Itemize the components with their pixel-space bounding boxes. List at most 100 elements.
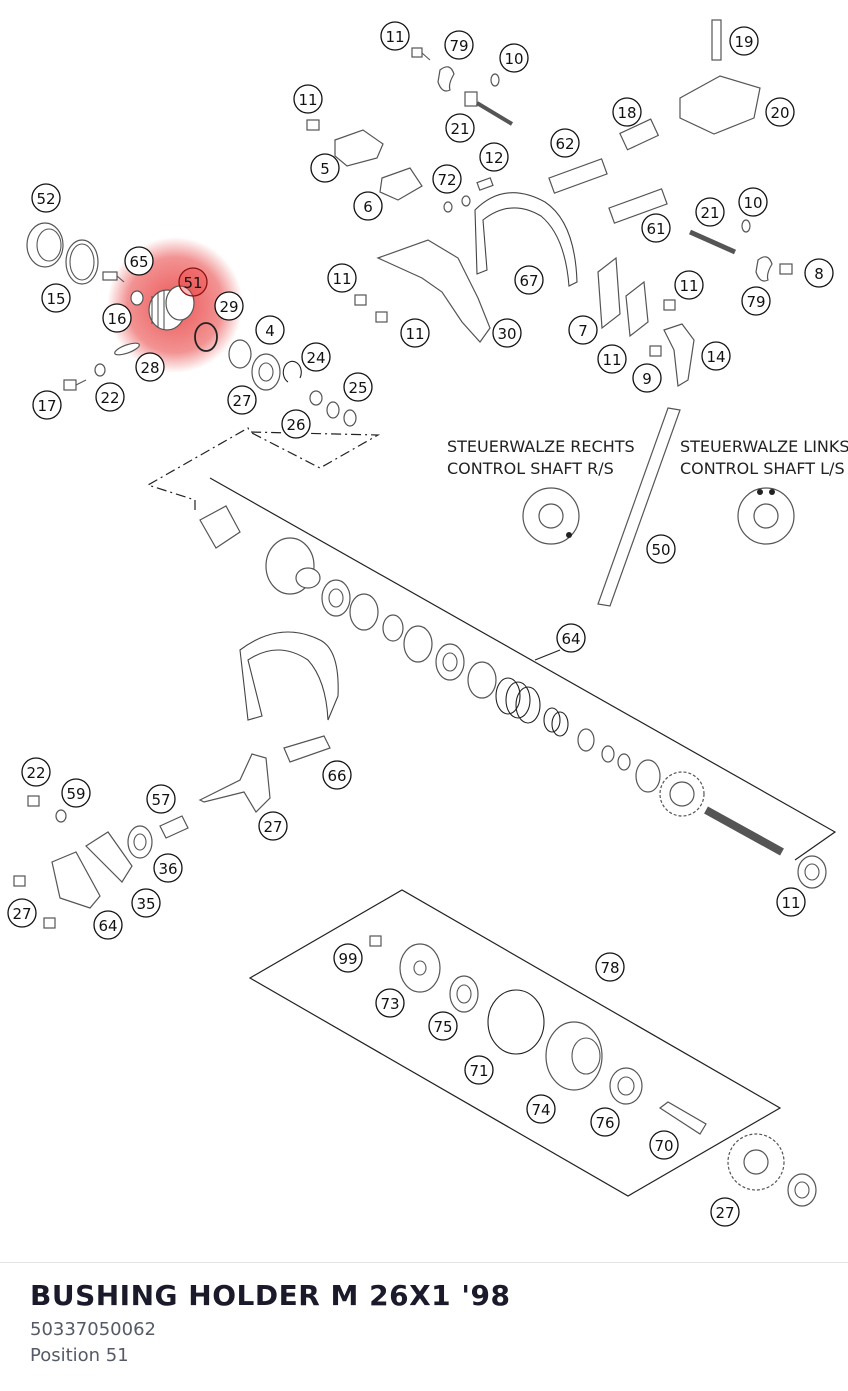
part-74-bearing[interactable] [609,1067,643,1105]
part-17-bolt[interactable] [63,379,87,391]
callout-6[interactable]: 6 [353,191,383,221]
part-6-gasket[interactable] [379,167,423,201]
part-20-shift-shaft-holder[interactable] [679,75,761,135]
callout-24[interactable]: 24 [301,342,331,372]
part-25-washer-a[interactable] [326,401,340,419]
callout-27[interactable]: 27 [227,385,257,415]
part-ring-b[interactable] [601,745,615,763]
callout-10[interactable]: 10 [499,43,529,73]
part-11-bolt-top[interactable] [411,47,431,61]
part-62-shift-drum[interactable] [548,158,608,194]
callout-27[interactable]: 27 [258,811,288,841]
part-8-gasket[interactable] [597,256,621,330]
callout-26[interactable]: 26 [281,409,311,439]
part-24-circlip[interactable] [282,360,302,383]
part-washer-d[interactable] [467,661,497,699]
callout-19[interactable]: 19 [729,26,759,56]
callout-50[interactable]: 50 [646,534,676,564]
part-kickstart-ratchet[interactable] [199,505,241,549]
part-kick-guide[interactable] [239,631,339,721]
callout-11[interactable]: 11 [327,263,357,293]
callout-76[interactable]: 76 [590,1107,620,1137]
part-10-o-ring-right[interactable] [741,219,751,233]
part-27-bearing-upper[interactable] [251,353,281,391]
part-27-bearing-left[interactable] [127,825,153,859]
part-65-screw[interactable] [102,271,125,283]
callout-11[interactable]: 11 [776,887,806,917]
part-shaft-flange[interactable] [265,537,321,595]
part-67-guide-plate[interactable] [474,192,578,287]
callout-52[interactable]: 52 [31,183,61,213]
part-kickstart-gear[interactable] [659,771,705,817]
part-22-washer-left[interactable] [55,809,67,823]
part-59-bolt[interactable] [159,815,189,839]
callout-4[interactable]: 4 [255,315,285,345]
part-11-bolt-30a[interactable] [354,294,367,306]
part-61-shift-drum[interactable] [608,188,668,224]
part-72-washer-b[interactable] [461,195,471,207]
callout-11[interactable]: 11 [400,318,430,348]
part-66-lever[interactable] [198,753,271,813]
part-79-spring-top[interactable] [437,66,455,92]
part-76-shaft[interactable] [658,1101,707,1135]
callout-21[interactable]: 21 [695,197,725,227]
part-9-shift-lever[interactable] [663,323,695,387]
part-needle-bearing-b[interactable] [435,643,465,681]
callout-25[interactable]: 25 [343,372,373,402]
callout-51[interactable]: 51 [178,267,208,297]
callout-70[interactable]: 70 [649,1130,679,1160]
callout-27[interactable]: 27 [7,898,37,928]
callout-64[interactable]: 64 [93,910,123,940]
callout-11[interactable]: 11 [380,21,410,51]
callout-11[interactable]: 11 [293,84,323,114]
part-73-bearing[interactable] [449,975,479,1013]
part-26-washer[interactable] [309,390,323,406]
callout-11[interactable]: 11 [674,270,704,300]
part-ring-c[interactable] [617,753,631,771]
callout-78[interactable]: 78 [595,952,625,982]
part-11-bolt-pump[interactable] [369,935,382,947]
part-washer-c[interactable] [403,625,433,663]
part-spring-large[interactable] [495,677,541,724]
part-28-pin[interactable] [113,341,140,357]
part-78-impeller[interactable] [399,943,441,993]
callout-20[interactable]: 20 [765,97,795,127]
callout-67[interactable]: 67 [514,265,544,295]
callout-12[interactable]: 12 [479,142,509,172]
part-64-bolt-c[interactable] [43,917,56,929]
part-21-shaft-right[interactable] [688,229,737,255]
part-19-pin[interactable] [711,19,722,61]
callout-18[interactable]: 18 [612,97,642,127]
callout-74[interactable]: 74 [526,1094,556,1124]
callout-27[interactable]: 27 [710,1197,740,1227]
part-75-o-ring[interactable] [487,989,545,1055]
part-27-bearing-bottom[interactable] [787,1173,817,1207]
part-spring-small[interactable] [543,707,569,737]
part-ring-a[interactable] [577,728,595,752]
callout-35[interactable]: 35 [131,888,161,918]
part-52-nut[interactable] [26,222,64,268]
callout-5[interactable]: 5 [310,153,340,183]
part-5-bracket[interactable] [334,129,384,167]
callout-22[interactable]: 22 [21,757,51,787]
callout-30[interactable]: 30 [492,318,522,348]
callout-99[interactable]: 99 [333,943,363,973]
part-11-bolt-30b[interactable] [375,311,388,323]
callout-17[interactable]: 17 [32,390,62,420]
part-11-bolt-right[interactable] [779,263,793,275]
part-needle-bearing-a[interactable] [321,579,351,617]
callout-73[interactable]: 73 [375,988,405,1018]
callout-10[interactable]: 10 [738,187,768,217]
callout-22[interactable]: 22 [95,382,125,412]
callout-11[interactable]: 11 [597,344,627,374]
callout-57[interactable]: 57 [146,784,176,814]
callout-72[interactable]: 72 [432,164,462,194]
part-10-o-ring-top[interactable] [490,73,500,87]
part-11-bolt-7[interactable] [663,299,676,311]
callout-61[interactable]: 61 [641,213,671,243]
callout-36[interactable]: 36 [153,853,183,883]
callout-15[interactable]: 15 [41,283,71,313]
callout-8[interactable]: 8 [804,258,834,288]
callout-59[interactable]: 59 [61,778,91,808]
part-64-bolt-a[interactable] [27,795,40,807]
